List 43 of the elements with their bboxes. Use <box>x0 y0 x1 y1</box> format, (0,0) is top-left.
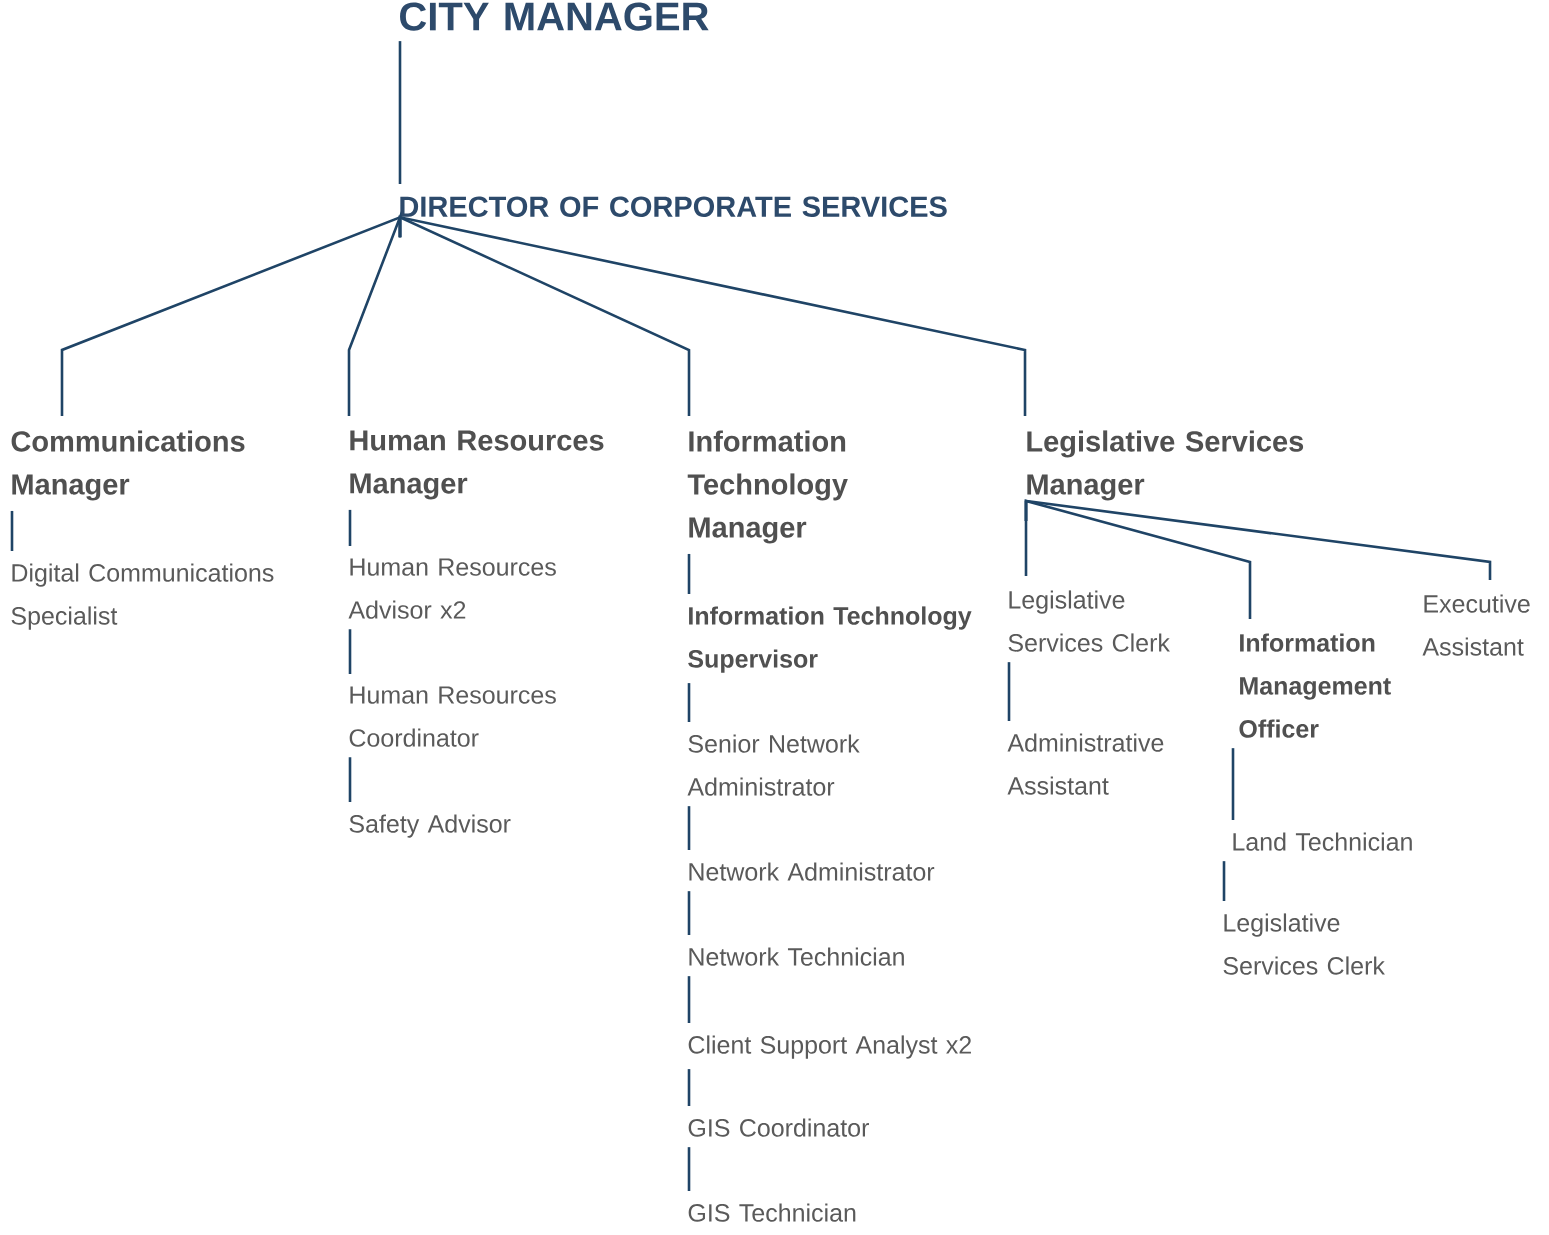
job-title: Executive Assistant <box>1422 594 1530 656</box>
connector-line <box>687 1147 691 1191</box>
job-title: Legislative Services Clerk <box>1008 590 1170 652</box>
job-title: DIRECTOR OF CORPORATE SERVICES <box>400 196 947 217</box>
job-title: Land Technician <box>1233 832 1412 851</box>
connector-line <box>687 683 691 722</box>
job-title: Legislative Services Manager <box>1027 430 1304 501</box>
connector-line <box>687 553 691 594</box>
connector-line <box>1007 662 1011 721</box>
job-title: Information Technology Manager <box>687 430 848 544</box>
connector-line <box>398 215 1027 416</box>
job-title: Information Technology Supervisor <box>688 606 972 673</box>
job-title: Safety Advisor <box>349 814 511 838</box>
job-title: Information Management Officer <box>1239 633 1391 738</box>
connector-line <box>687 891 691 935</box>
connector-line <box>687 976 691 1023</box>
job-title: Human Resources Manager <box>350 430 604 500</box>
job-title: Human Resources Advisor x2 <box>348 558 556 619</box>
connector-line <box>348 757 352 802</box>
job-title: Digital Communications Specialist <box>11 563 274 630</box>
connector-line <box>10 510 14 551</box>
connector-line <box>1231 748 1235 820</box>
connector-line <box>1024 499 1252 619</box>
connector-line <box>348 629 352 674</box>
job-title: Network Administrator <box>689 862 935 881</box>
job-title: Senior Network Administrator <box>687 734 860 796</box>
connector-line <box>1222 861 1226 901</box>
connector-line <box>687 1069 691 1106</box>
job-title: CITY MANAGER <box>400 2 709 31</box>
job-title: Legislative Services Clerk <box>1223 913 1385 975</box>
connector-line <box>687 806 691 850</box>
job-title: Network Technician <box>689 947 904 966</box>
connector-line <box>398 41 402 184</box>
job-title: GIS Coordinator <box>688 1118 869 1137</box>
job-title: Communications Manager <box>11 430 245 501</box>
job-title: Administrative Assistant <box>1007 733 1164 795</box>
job-title: Human Resources Coordinator <box>349 686 556 747</box>
connector-line <box>348 509 352 546</box>
connector-line <box>1024 499 1492 580</box>
connector-line <box>60 215 402 416</box>
job-title: Client Support Analyst x2 <box>688 1035 971 1059</box>
connector-line <box>347 210 402 416</box>
job-title: GIS Technician <box>688 1203 856 1222</box>
